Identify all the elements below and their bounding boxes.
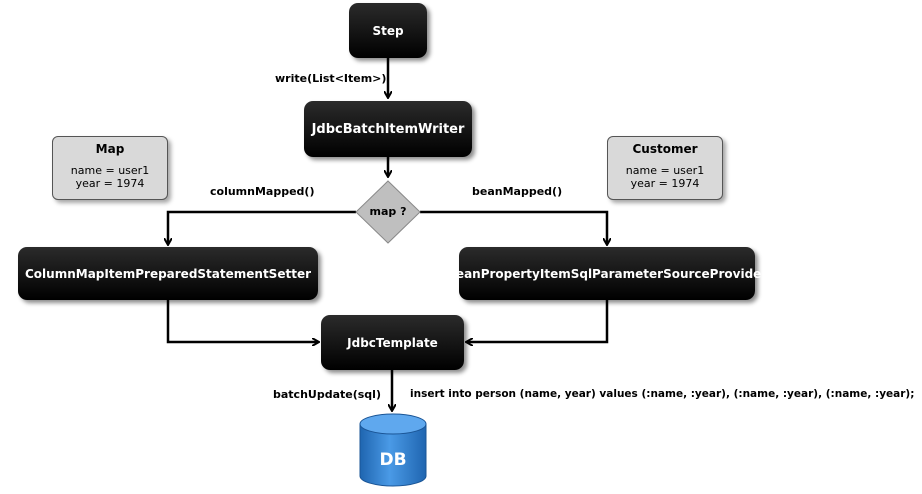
customer-note-line1: name = user1 — [625, 164, 705, 177]
customer-note: Customer name = user1 year = 1974 — [607, 136, 723, 200]
column-mapped-label: columnMapped() — [210, 185, 315, 198]
jdbc-batch-item-writer-node: JdbcBatchItemWriter — [304, 101, 472, 157]
edge-bean-template — [467, 300, 609, 342]
sql-statement-label: insert into person (name, year) values (… — [410, 388, 915, 400]
step-node: Step — [349, 3, 427, 58]
map-note: Map name = user1 year = 1974 — [52, 136, 168, 200]
decision-diamond — [355, 180, 421, 244]
map-note-line1: name = user1 — [70, 164, 150, 177]
map-note-title: Map — [95, 142, 125, 156]
batch-update-label: batchUpdate(sql) — [273, 388, 381, 401]
db-label: DB — [379, 450, 407, 470]
column-map-setter-node: ColumnMapItemPreparedStatementSetter — [18, 247, 318, 300]
db-cylinder — [359, 413, 427, 487]
edge-decision-column — [168, 210, 356, 244]
customer-note-line2: year = 1974 — [630, 177, 700, 190]
edge-decision-bean — [420, 210, 607, 244]
jdbc-template-node: JdbcTemplate — [321, 315, 464, 370]
bean-property-provider-node: BeanPropertyItemSqlParameterSourceProvid… — [447, 247, 767, 300]
edge-column-template — [166, 300, 318, 342]
write-label: write(List<Item>) — [275, 72, 387, 85]
map-note-line2: year = 1974 — [75, 177, 145, 190]
bean-mapped-label: beanMapped() — [472, 185, 563, 198]
decision-label: map ? — [369, 205, 407, 218]
customer-note-title: Customer — [632, 142, 698, 156]
